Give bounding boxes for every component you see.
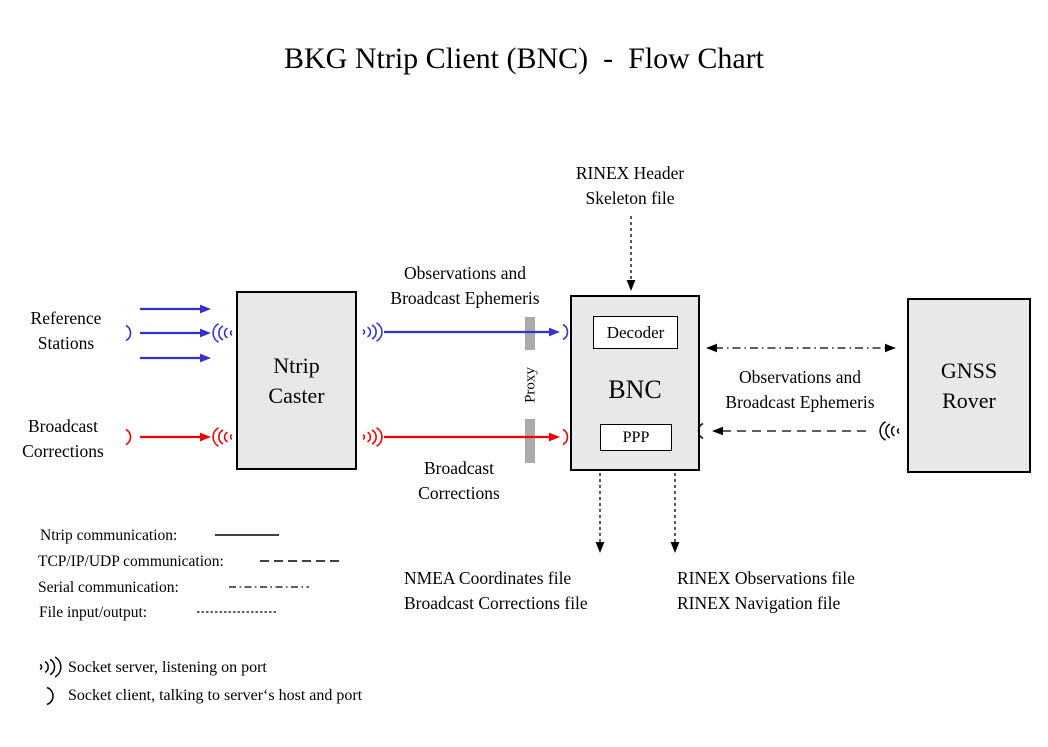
legend-file-input-output: File input/output: [39,604,148,621]
legend-socket-server: Socket server, listening on port [68,659,267,676]
node-bnc: Decoder BNC PPP [570,295,700,471]
label-broadcast-corrections-mid: Broadcast Corrections [418,458,500,503]
label-proxy: Proxy [522,367,539,403]
proxy-bar-top [525,317,535,350]
legend-ntrip-communication: Ntrip communication: [40,527,178,544]
tcp-udp-arrowhead [712,426,723,436]
serial-arrowheads [706,343,896,353]
socket-client-icon-reference-stations [125,324,132,342]
socket-client-legend-icon [46,686,54,706]
legend-serial-communication: Serial communication: [38,579,179,596]
socket-server-icon-caster-right-red [362,427,383,447]
legend-tcp-ip-udp-communication: TCP/IP/UDP communication: [38,553,224,570]
node-ppp: PPP [600,424,672,451]
decoder-label: Decoder [606,322,665,342]
ntrip-caster-label-line1: Ntrip [273,352,320,378]
gnss-rover-label-line2: Rover [942,387,996,413]
ppp-label: PPP [622,428,650,446]
label-observations-right: Observations and Broadcast Ephemeris [725,367,875,412]
label-broadcast-corrections-left: Broadcast Corrections [22,416,104,461]
socket-client-icon-bnc-red [562,428,569,446]
label-reference-stations: Reference Stations [30,308,102,353]
page-title: BKG Ntrip Client (BNC) - Flow Chart [284,42,764,75]
node-gnss-rover: GNSS Rover [907,298,1031,473]
socket-server-icon-caster-right-blue [362,322,383,342]
socket-server-icon-caster-left-blue [212,323,233,343]
socket-server-icon-rover [879,421,900,441]
label-output-files-right: RINEX Observations file RINEX Navigation… [677,568,855,613]
socket-client-icon-broadcast-corrections [125,428,132,446]
socket-server-legend-icon [39,656,62,678]
socket-client-icon-bnc-blue [562,323,569,341]
label-rinex-header-skeleton: RINEX Header Skeleton file [575,163,685,208]
label-output-files-left: NMEA Coordinates file Broadcast Correcti… [404,568,588,613]
gnss-rover-label-line1: GNSS [940,357,998,383]
node-ntrip-caster: Ntrip Caster [236,291,357,470]
ntrip-caster-label-line2: Caster [268,382,325,408]
legend-socket-client: Socket client, talking to server‘s host … [68,687,363,704]
socket-server-icon-caster-left-red [212,427,233,447]
bnc-label: BNC [608,375,662,404]
node-decoder: Decoder [593,316,678,349]
label-observations-top: Observations and Broadcast Ephemeris [390,263,540,308]
